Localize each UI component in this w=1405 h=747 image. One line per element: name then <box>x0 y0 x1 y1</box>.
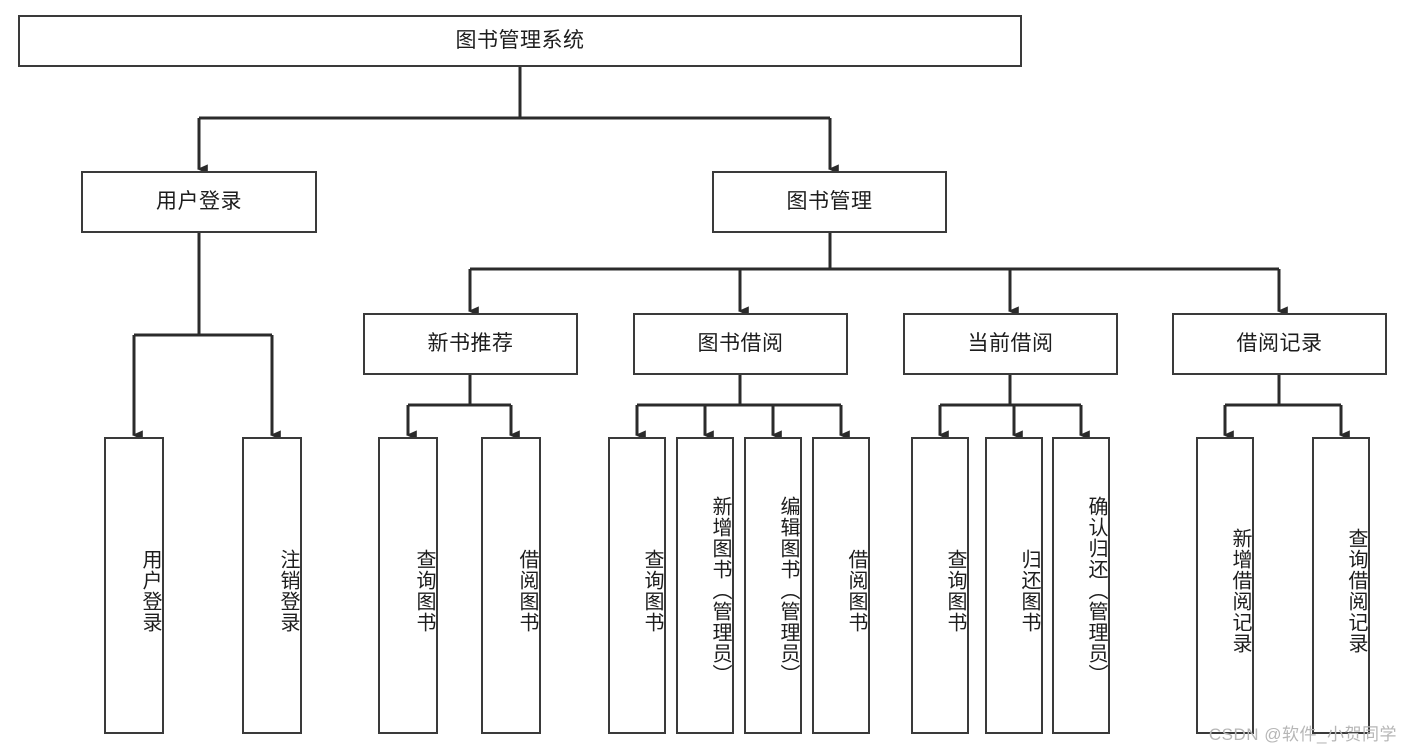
node-user-login-label: 用户登录 <box>156 190 242 214</box>
node-leaf-borrow-book-1[interactable]: 借阅图书 <box>481 437 541 734</box>
node-leaf-query-book-2-label: 查询图书 <box>641 548 663 633</box>
csdn-watermark: CSDN @软件_小贺同学 <box>1208 725 1397 744</box>
node-leaf-query-book-2[interactable]: 查询图书 <box>608 437 666 734</box>
node-book-borrow-label: 图书借阅 <box>697 332 784 356</box>
node-root-label: 图书管理系统 <box>455 29 585 53</box>
node-leaf-query-book-3-label: 查询图书 <box>944 548 966 633</box>
node-leaf-return-book[interactable]: 归还图书 <box>985 437 1043 734</box>
node-current-borrow-label: 当前借阅 <box>967 332 1054 356</box>
node-leaf-logout-label: 注销登录 <box>277 548 299 633</box>
node-leaf-return-book-label: 归还图书 <box>1018 548 1040 633</box>
node-leaf-add-book-label: 新增图书（管理员） <box>709 496 731 685</box>
node-book-management-label: 图书管理 <box>786 190 873 214</box>
node-leaf-query-book-1-label: 查询图书 <box>413 548 435 633</box>
node-leaf-user-login-label: 用户登录 <box>139 548 161 633</box>
node-leaf-query-book-3[interactable]: 查询图书 <box>911 437 969 734</box>
node-current-borrow[interactable]: 当前借阅 <box>903 313 1118 375</box>
node-new-book-recommend-label: 新书推荐 <box>427 332 514 356</box>
node-book-borrow[interactable]: 图书借阅 <box>633 313 848 375</box>
node-borrow-record[interactable]: 借阅记录 <box>1172 313 1387 375</box>
node-root[interactable]: 图书管理系统 <box>18 15 1022 67</box>
node-leaf-borrow-book-1-label: 借阅图书 <box>516 548 538 633</box>
node-leaf-add-book[interactable]: 新增图书（管理员） <box>676 437 734 734</box>
node-leaf-logout[interactable]: 注销登录 <box>242 437 302 734</box>
node-leaf-add-record-label: 新增借阅记录 <box>1229 527 1251 654</box>
node-leaf-query-record[interactable]: 查询借阅记录 <box>1312 437 1370 734</box>
node-leaf-query-book-1[interactable]: 查询图书 <box>378 437 438 734</box>
node-leaf-add-record[interactable]: 新增借阅记录 <box>1196 437 1254 734</box>
node-leaf-confirm-return-label: 确认归还（管理员） <box>1085 496 1107 685</box>
node-leaf-confirm-return[interactable]: 确认归还（管理员） <box>1052 437 1110 734</box>
node-new-book-recommend[interactable]: 新书推荐 <box>363 313 578 375</box>
node-leaf-edit-book[interactable]: 编辑图书（管理员） <box>744 437 802 734</box>
node-leaf-edit-book-label: 编辑图书（管理员） <box>777 496 799 685</box>
node-leaf-borrow-book-2[interactable]: 借阅图书 <box>812 437 870 734</box>
node-leaf-query-record-label: 查询借阅记录 <box>1345 527 1367 654</box>
node-leaf-borrow-book-2-label: 借阅图书 <box>845 548 867 633</box>
node-borrow-record-label: 借阅记录 <box>1236 332 1323 356</box>
node-leaf-user-login[interactable]: 用户登录 <box>104 437 164 734</box>
node-user-login[interactable]: 用户登录 <box>81 171 317 233</box>
node-book-management[interactable]: 图书管理 <box>712 171 947 233</box>
